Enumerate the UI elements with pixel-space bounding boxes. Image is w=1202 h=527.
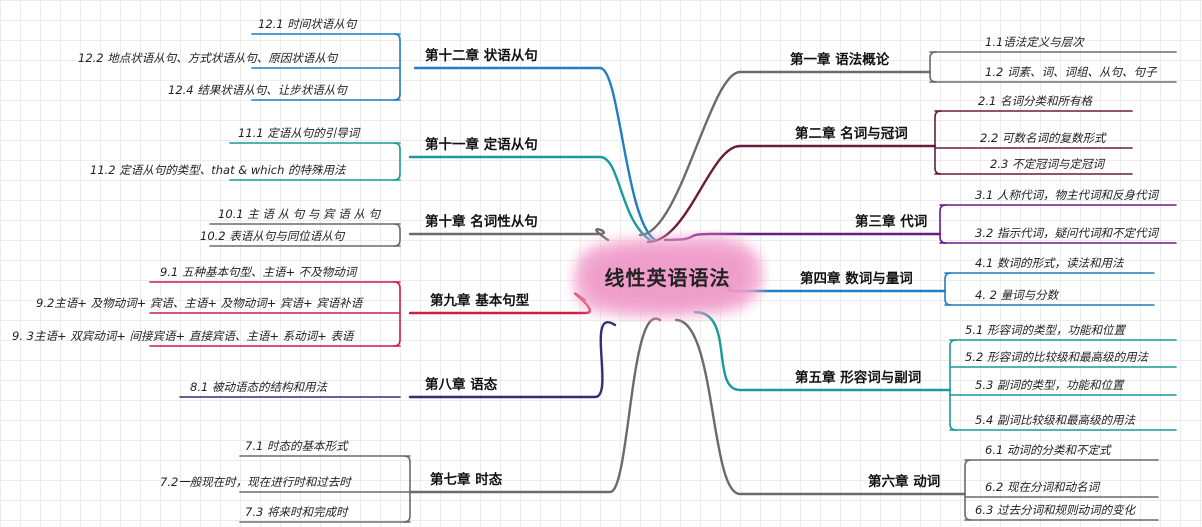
- connector-chapter-left-1: [413, 66, 657, 242]
- subtopic-9-1[interactable]: 9.1 五种基本句型、主语+ 不及物动词: [160, 265, 357, 279]
- subtopic-7-2[interactable]: 7.2一般现在时，现在进行时和过去时: [160, 475, 351, 489]
- subtopic-3-2[interactable]: 3.2 指示代词，疑问代词和不定代词: [975, 226, 1158, 240]
- connector-chapter-2: [646, 144, 937, 244]
- subtopic-11-1[interactable]: 11.1 定语从句的引导词: [238, 126, 360, 140]
- chapter-11-label[interactable]: 第十一章 定语从句: [425, 137, 538, 153]
- connector-chapter-left-2: [408, 155, 652, 242]
- subtopic-5-4[interactable]: 5.4 副词比较级和最高级的用法: [975, 413, 1135, 427]
- connector-chapter-left-3: [408, 228, 610, 242]
- subtopic-1-2[interactable]: 1.2 词素、词、词组、从句、句子: [985, 65, 1157, 79]
- subtopic-9-2[interactable]: 9.2主语+ 及物动词+ 宾语、主语+ 及物动词+ 宾语+ 宾语补语: [36, 296, 363, 310]
- connector-chapter-6: [674, 318, 967, 496]
- chapter-12-label[interactable]: 第十二章 状语从句: [425, 48, 538, 64]
- bracket-chapter-left-3: [393, 223, 401, 247]
- bracket-chapter-5: [949, 339, 957, 431]
- subtopic-6-3[interactable]: 6.3 过去分词和规则动词的变化: [975, 503, 1135, 517]
- subtopic-6-2[interactable]: 6.2 现在分词和动名词: [985, 480, 1099, 494]
- subtopic-3-1[interactable]: 3.1 人称代词，物主代词和反身代词: [975, 188, 1158, 202]
- subtopic-2-1[interactable]: 2.1 名词分类和所有格: [978, 94, 1092, 108]
- subtopic-5-3[interactable]: 5.3 副词的类型，功能和位置: [975, 378, 1124, 392]
- bracket-chapter-6: [964, 459, 972, 521]
- chapter-10-label[interactable]: 第十章 名词性从句: [425, 214, 538, 230]
- connector-chapter-1: [638, 70, 932, 237]
- subtopic-10-2[interactable]: 10.2 表语从句与同位语从句: [200, 229, 345, 243]
- bracket-chapter-1: [929, 51, 937, 83]
- subtopic-12-1[interactable]: 12.1 时间状语从句: [258, 17, 357, 31]
- chapter-5-label[interactable]: 第五章 形容词与副词: [795, 370, 922, 386]
- subtopic-7-1[interactable]: 7.1 时态的基本形式: [245, 439, 348, 453]
- subtopic-4-2[interactable]: 4. 2 量词与分数: [975, 288, 1059, 302]
- bracket-chapter-2: [934, 110, 942, 175]
- subtopic-6-1[interactable]: 6.1 动词的分类和不定式: [985, 443, 1111, 457]
- subtopic-4-1[interactable]: 4.1 数词的形式，读法和用法: [975, 256, 1124, 270]
- bracket-chapter-left-6: [403, 455, 411, 523]
- connector-chapter-5: [693, 310, 952, 392]
- chapter-4-label[interactable]: 第四章 数词与量词: [800, 271, 913, 287]
- subtopic-5-1[interactable]: 5.1 形容词的类型，功能和位置: [965, 323, 1125, 337]
- bracket-chapter-3: [939, 204, 947, 244]
- subtopic-10-1[interactable]: 10.1 主 语 从 句 与 宾 语 从 句: [218, 207, 381, 221]
- subtopic-5-2[interactable]: 5.2 形容词的比较级和最高级的用法: [965, 350, 1148, 364]
- subtopic-2-2[interactable]: 2.2 可数名词的复数形式: [980, 131, 1106, 145]
- subtopic-1-1[interactable]: 1.1语法定义与层次: [985, 35, 1084, 49]
- center-watercolor-blob: [573, 235, 764, 318]
- connector-chapter-left-6: [408, 317, 662, 494]
- chapter-6-label[interactable]: 第六章 动词: [868, 474, 941, 490]
- connector-chapter-left-5: [408, 321, 617, 399]
- chapter-3-label[interactable]: 第三章 代词: [855, 214, 928, 230]
- bracket-chapter-left-2: [393, 142, 401, 181]
- bracket-chapter-left-4: [393, 281, 401, 347]
- subtopic-8-1[interactable]: 8.1 被动语态的结构和用法: [190, 380, 327, 394]
- chapter-2-label[interactable]: 第二章 名词与冠词: [795, 126, 908, 142]
- subtopic-11-2[interactable]: 11.2 定语从句的类型、that & which 的特殊用法: [90, 163, 346, 177]
- subtopic-12-4[interactable]: 12.4 结果状语从句、让步状语从句: [168, 83, 347, 97]
- chapter-7-label[interactable]: 第七章 时态: [430, 472, 503, 488]
- subtopic-9-3[interactable]: 9. 3主语+ 双宾动词+ 间接宾语+ 直接宾语、主语+ 系动词+ 表语: [12, 329, 354, 343]
- chapter-1-label[interactable]: 第一章 语法概论: [790, 52, 890, 68]
- chapter-9-label[interactable]: 第九章 基本句型: [430, 293, 530, 309]
- subtopic-7-3[interactable]: 7.3 将来时和完成时: [245, 505, 348, 519]
- bracket-chapter-4: [944, 272, 952, 306]
- chapter-8-label[interactable]: 第八章 语态: [425, 377, 498, 393]
- bracket-chapter-left-1: [393, 33, 401, 101]
- subtopic-12-2[interactable]: 12.2 地点状语从句、方式状语从句、原因状语从句: [78, 51, 338, 65]
- subtopic-2-3[interactable]: 2.3 不定冠词与定冠词: [990, 157, 1104, 171]
- central-topic[interactable]: 线性英语语法: [604, 265, 731, 290]
